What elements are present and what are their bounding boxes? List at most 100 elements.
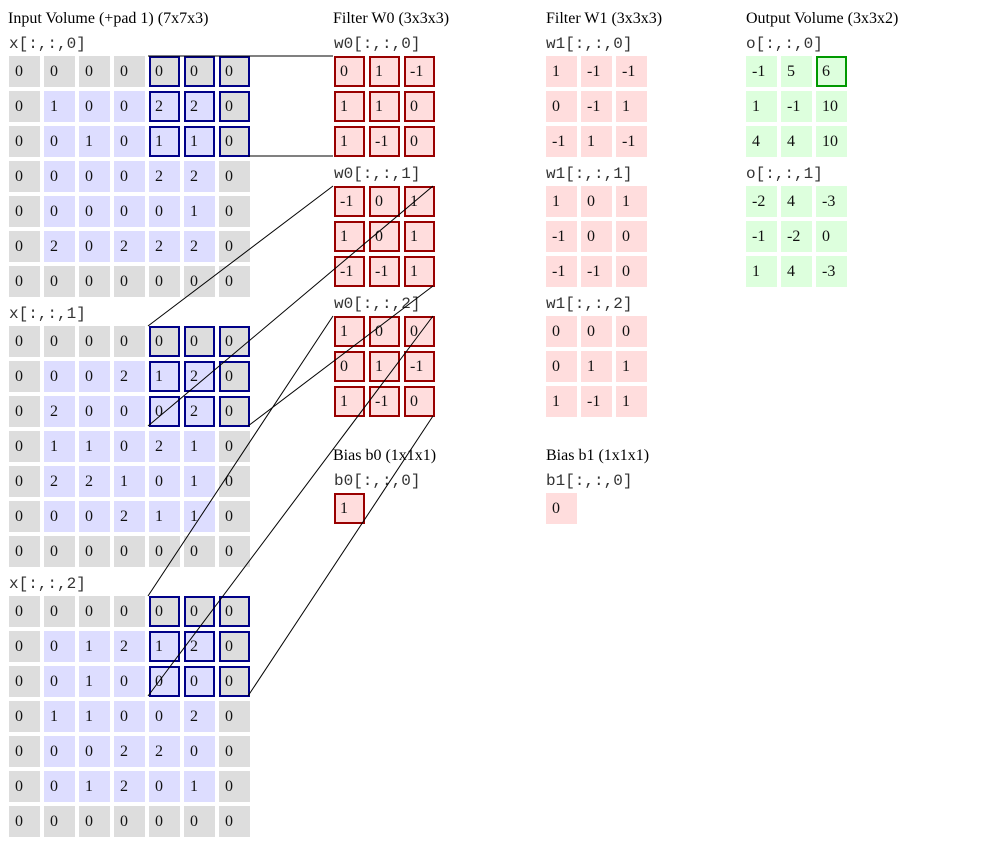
filter-w1-title: Filter W1 (3x3x3) <box>546 10 663 27</box>
input-cell: 0 <box>9 536 40 567</box>
input-cell: 2 <box>149 91 180 122</box>
input-cell: 0 <box>219 56 250 87</box>
w0-cell: 1 <box>404 256 435 287</box>
input-cell: 0 <box>79 501 110 532</box>
input-cell: 0 <box>149 771 180 802</box>
input-cell: 0 <box>219 666 250 697</box>
w0-cell: 0 <box>404 91 435 122</box>
input-cell: 1 <box>149 126 180 157</box>
output-cell: 4 <box>781 126 812 157</box>
w1-cell: -1 <box>581 256 612 287</box>
input-cell: 0 <box>219 326 250 357</box>
w1-cell: -1 <box>546 126 577 157</box>
input-cell: 0 <box>114 91 145 122</box>
input-cell: 0 <box>149 266 180 297</box>
output-cell: -1 <box>746 221 777 252</box>
input-cell: 0 <box>149 196 180 227</box>
w0-cell: -1 <box>404 351 435 382</box>
input-cell: 2 <box>114 361 145 392</box>
input-cell: 0 <box>79 396 110 427</box>
input-cell: 0 <box>219 396 250 427</box>
b0-label: b0[:,:,0] <box>334 472 421 490</box>
w0-cell: 0 <box>334 351 365 382</box>
w1-cell: 0 <box>546 316 577 347</box>
input-slice-label: x[:,:,0] <box>9 35 86 53</box>
w1-slice-label: w1[:,:,0] <box>546 35 633 53</box>
output-cell: 4 <box>746 126 777 157</box>
input-cell: 0 <box>149 396 180 427</box>
input-cell: 0 <box>9 266 40 297</box>
input-cell: 0 <box>9 736 40 767</box>
bias-b1-title: Bias b1 (1x1x1) <box>546 447 650 464</box>
input-cell: 2 <box>114 736 145 767</box>
input-cell: 1 <box>79 631 110 662</box>
output-cell: 4 <box>781 256 812 287</box>
w0-cell: 0 <box>334 56 365 87</box>
input-volume-title: Input Volume (+pad 1) (7x7x3) <box>8 10 209 27</box>
input-cell: 1 <box>44 431 75 462</box>
input-cell: 1 <box>44 701 75 732</box>
input-cell: 2 <box>184 91 215 122</box>
input-cell: 0 <box>79 326 110 357</box>
input-cell: 0 <box>44 266 75 297</box>
input-cell: 0 <box>219 126 250 157</box>
input-cell: 1 <box>184 466 215 497</box>
input-cell: 0 <box>219 631 250 662</box>
input-cell: 0 <box>219 361 250 392</box>
input-cell: 0 <box>79 266 110 297</box>
w1-cell: 1 <box>616 186 647 217</box>
input-cell: 1 <box>184 196 215 227</box>
w1-cell: 0 <box>546 351 577 382</box>
output-cell: 4 <box>781 186 812 217</box>
input-cell: 0 <box>79 91 110 122</box>
w0-cell: 1 <box>369 351 400 382</box>
output-cell: -3 <box>816 256 847 287</box>
input-cell: 0 <box>44 326 75 357</box>
input-cell: 0 <box>149 596 180 627</box>
input-cell: 2 <box>184 231 215 262</box>
input-cell: 2 <box>114 501 145 532</box>
input-cell: 0 <box>9 431 40 462</box>
input-cell: 0 <box>9 771 40 802</box>
input-cell: 0 <box>184 806 215 837</box>
w0-cell: -1 <box>369 126 400 157</box>
input-cell: 2 <box>114 771 145 802</box>
output-cell: 10 <box>816 91 847 122</box>
w0-slice-label: w0[:,:,1] <box>334 165 421 183</box>
w0-cell: 1 <box>334 91 365 122</box>
input-cell: 0 <box>9 666 40 697</box>
w1-slice-label: w1[:,:,2] <box>546 295 633 313</box>
output-slice-label: o[:,:,0] <box>746 35 823 53</box>
w1-cell: 1 <box>616 351 647 382</box>
input-cell: 1 <box>79 701 110 732</box>
w1-slice-label: w1[:,:,1] <box>546 165 633 183</box>
input-cell: 1 <box>79 771 110 802</box>
input-cell: 0 <box>79 361 110 392</box>
input-cell: 0 <box>44 771 75 802</box>
input-cell: 0 <box>114 431 145 462</box>
input-cell: 0 <box>114 266 145 297</box>
w1-cell: -1 <box>546 256 577 287</box>
w1-cell: -1 <box>616 126 647 157</box>
w0-cell: -1 <box>334 256 365 287</box>
input-cell: 0 <box>149 466 180 497</box>
input-cell: 0 <box>184 736 215 767</box>
w0-cell: 0 <box>404 386 435 417</box>
input-cell: 0 <box>79 161 110 192</box>
input-cell: 0 <box>9 231 40 262</box>
output-cell: -1 <box>781 91 812 122</box>
input-cell: 0 <box>184 536 215 567</box>
input-cell: 0 <box>79 806 110 837</box>
w0-cell: 0 <box>404 126 435 157</box>
input-cell: 0 <box>219 501 250 532</box>
input-cell: 0 <box>114 806 145 837</box>
input-cell: 0 <box>44 501 75 532</box>
input-cell: 1 <box>149 361 180 392</box>
input-cell: 0 <box>9 326 40 357</box>
w1-cell: 0 <box>616 256 647 287</box>
input-cell: 0 <box>219 736 250 767</box>
input-cell: 2 <box>149 231 180 262</box>
w1-cell: 0 <box>616 221 647 252</box>
input-cell: 0 <box>184 266 215 297</box>
bias-b0-title: Bias b0 (1x1x1) <box>333 447 437 464</box>
